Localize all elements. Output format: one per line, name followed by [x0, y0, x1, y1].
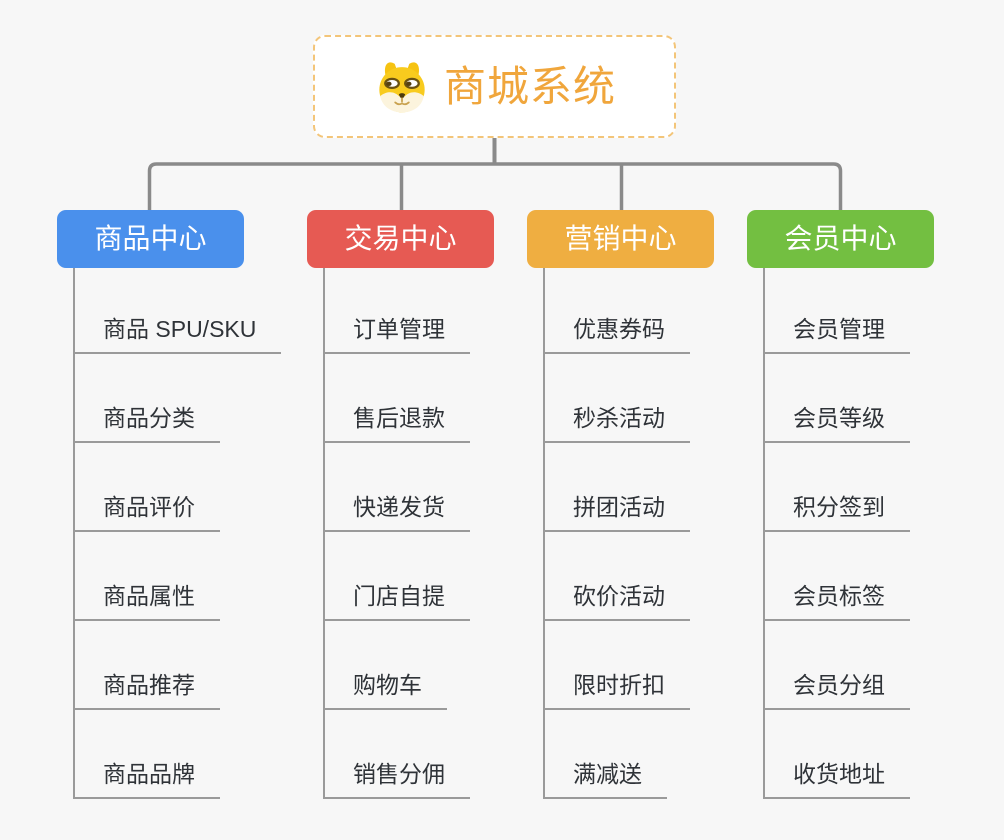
leaf-topic-label: 砍价活动: [543, 577, 690, 621]
leaf-topic[interactable]: 拼团活动: [543, 443, 690, 532]
leaf-topic-label: 商品评价: [73, 488, 220, 532]
leaf-topic[interactable]: 秒杀活动: [543, 354, 690, 443]
leaf-topic-label: 商品品牌: [73, 755, 220, 799]
branch-column-trade: 订单管理售后退款快递发货门店自提购物车销售分佣: [323, 265, 470, 799]
leaf-topic[interactable]: 会员标签: [763, 532, 910, 621]
leaf-topic-label: 门店自提: [323, 577, 470, 621]
leaf-topic[interactable]: 商品分类: [73, 354, 281, 443]
leaf-topic-label: 购物车: [323, 666, 447, 710]
branch-label: 会员中心: [784, 223, 897, 254]
leaf-topic[interactable]: 快递发货: [323, 443, 470, 532]
leaf-topic-label: 拼团活动: [543, 488, 690, 532]
leaf-topic[interactable]: 满减送: [543, 710, 690, 799]
leaf-topic-label: 商品分类: [73, 399, 220, 443]
leaf-topic[interactable]: 销售分佣: [323, 710, 470, 799]
leaf-topic-label: 满减送: [543, 755, 667, 799]
branch-node-member-center[interactable]: 会员中心: [747, 210, 934, 268]
leaf-topic[interactable]: 优惠券码: [543, 265, 690, 354]
leaf-topic-label: 会员标签: [763, 577, 910, 621]
branch-node-goods-center[interactable]: 商品中心: [57, 210, 244, 268]
branch-column-goods: 商品 SPU/SKU 商品分类商品评价商品属性商品推荐商品品牌: [73, 265, 282, 799]
leaf-topic-label: 订单管理: [323, 310, 470, 354]
leaf-topic[interactable]: 订单管理: [323, 265, 470, 354]
leaf-topic-label: 优惠券码: [543, 310, 690, 354]
leaf-topic-label: 会员分组: [763, 666, 910, 710]
leaf-topic[interactable]: 商品品牌: [73, 710, 281, 799]
leaf-topic-label: 销售分佣: [323, 755, 470, 799]
root-title: 商城系统: [443, 62, 616, 110]
leaf-topic-label: 售后退款: [323, 399, 470, 443]
branch-label: 商品中心: [94, 223, 207, 254]
leaf-topic-label: 积分签到: [763, 488, 910, 532]
branch-column-member: 会员管理会员等级积分签到会员标签会员分组收货地址: [763, 265, 910, 799]
leaf-topic[interactable]: 商品评价: [73, 443, 281, 532]
leaf-topic-label: 限时折扣: [543, 666, 690, 710]
leaf-topic-label: 商品推荐: [73, 666, 220, 710]
leaf-topic-label: 会员管理: [763, 310, 910, 354]
branch-node-trade-center[interactable]: 交易中心: [307, 210, 494, 268]
leaf-topic[interactable]: 会员等级: [763, 354, 910, 443]
leaf-topic-label: 秒杀活动: [543, 399, 690, 443]
leaf-topic[interactable]: 商品推荐: [73, 621, 281, 710]
branch-label: 交易中心: [344, 223, 457, 254]
root-node-mall-system[interactable]: 商城系统: [313, 35, 676, 138]
leaf-topic[interactable]: 收货地址: [763, 710, 910, 799]
leaf-topic-label: 快递发货: [323, 488, 470, 532]
leaf-topic[interactable]: 购物车: [323, 621, 470, 710]
leaf-topic[interactable]: 砍价活动: [543, 532, 690, 621]
dog-face-icon: [379, 61, 425, 112]
leaf-topic-label: 会员等级: [763, 399, 910, 443]
branch-column-marketing: 优惠券码秒杀活动拼团活动砍价活动限时折扣满减送: [543, 265, 690, 799]
leaf-topic[interactable]: 售后退款: [323, 354, 470, 443]
branch-label: 营销中心: [564, 223, 677, 254]
leaf-topic[interactable]: 门店自提: [323, 532, 470, 621]
leaf-topic-label: 商品属性: [73, 577, 220, 621]
leaf-topic[interactable]: 商品 SPU/SKU: [73, 265, 282, 354]
leaf-topic-label: 收货地址: [763, 755, 910, 799]
leaf-topic[interactable]: 积分签到: [763, 443, 910, 532]
leaf-topic[interactable]: 会员管理: [763, 265, 910, 354]
leaf-topic-label: 商品 SPU/SKU: [73, 310, 282, 354]
branch-node-marketing-center[interactable]: 营销中心: [527, 210, 714, 268]
leaf-topic[interactable]: 商品属性: [73, 532, 281, 621]
leaf-topic[interactable]: 会员分组: [763, 621, 910, 710]
leaf-topic[interactable]: 限时折扣: [543, 621, 690, 710]
